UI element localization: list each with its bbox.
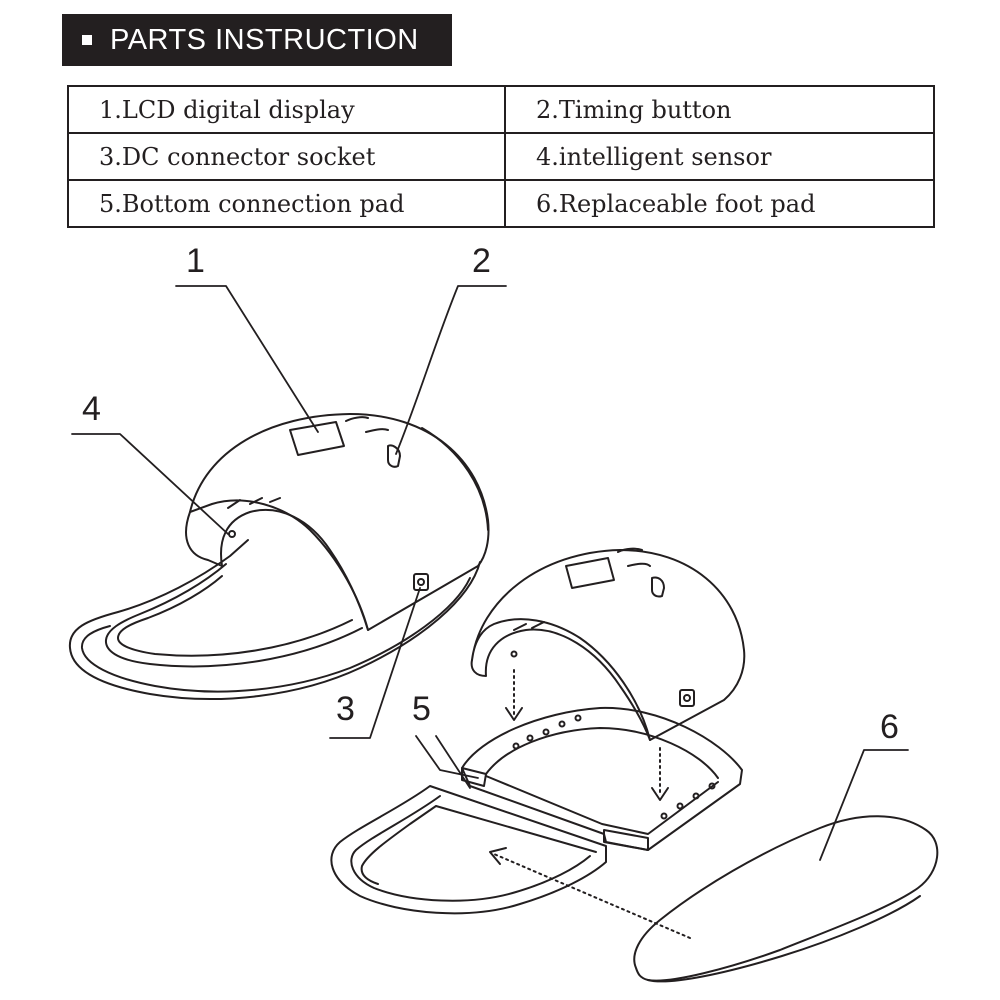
callout-5: 5 [412, 690, 431, 728]
foot-pad-outline [633, 815, 939, 982]
sensor-icon [228, 530, 236, 538]
foot-recess [104, 563, 363, 668]
dome-shell [471, 549, 746, 741]
pad-hole [660, 812, 668, 820]
section-title: PARTS INSTRUCTION [110, 23, 419, 56]
pad-hole [708, 782, 716, 790]
dome-opening [470, 628, 651, 741]
callout-2: 2 [472, 242, 491, 280]
section-header: PARTS INSTRUCTION [62, 14, 452, 66]
left-arrow-icon [493, 853, 691, 939]
part-label: 5.Bottom connection pad [67, 179, 506, 228]
base-plate-outline [330, 785, 607, 915]
pad-hole [526, 734, 534, 742]
part-label: 1.LCD digital display [67, 85, 506, 134]
base-plate-rim [80, 577, 471, 693]
pad-hole [542, 728, 550, 736]
dc-socket-icon [679, 689, 695, 707]
leader-line-1 [175, 285, 319, 433]
leader-line-4 [71, 433, 229, 535]
pad-inner-rail [485, 775, 719, 835]
leader-line-6 [819, 749, 909, 861]
top-slot [365, 428, 389, 433]
foot-recess [360, 805, 597, 885]
square-bullet-icon [82, 35, 92, 45]
arrow-head [651, 787, 669, 801]
inner-lights [227, 497, 281, 509]
dc-socket-icon [413, 573, 429, 591]
foot-pad-edge [647, 895, 921, 983]
part-label: 3.DC connector socket [67, 132, 506, 181]
pad-hole [692, 792, 700, 800]
arrow-head [489, 847, 507, 865]
exploded-dome [470, 547, 746, 741]
callout-leaders [71, 285, 909, 861]
callout-3: 3 [336, 690, 355, 728]
timing-button [387, 444, 401, 468]
dome-back-edge [421, 427, 489, 531]
top-slot [617, 547, 643, 553]
replaceable-foot-pad [633, 815, 939, 983]
pad-hole [558, 720, 566, 728]
pad-inner-rail [485, 727, 719, 779]
pad-hole [574, 714, 582, 722]
assembled-massager [68, 413, 490, 700]
pad-hole [676, 802, 684, 810]
pad-hole [512, 742, 520, 750]
table-row: 3.DC connector socket 4.intelligent sens… [67, 132, 935, 181]
table-row: 1.LCD digital display 2.Timing button [67, 85, 935, 134]
foot-recess-inner [117, 575, 353, 657]
connection-tab [603, 829, 649, 851]
part-label: 2.Timing button [504, 85, 935, 134]
arrow-head [505, 707, 523, 721]
inner-lights [513, 621, 545, 631]
table-row: 5.Bottom connection pad 6.Replaceable fo… [67, 179, 935, 228]
front-base-plate [330, 785, 607, 915]
sensor-icon [510, 650, 518, 658]
base-plate-rim [350, 795, 591, 902]
lcd-display [289, 421, 345, 456]
dome-opening [185, 508, 369, 631]
arrow-heads [489, 707, 669, 865]
dc-socket-pin [683, 694, 691, 702]
top-slot [627, 562, 651, 567]
leader-line-2 [395, 285, 507, 455]
callout-1: 1 [186, 242, 205, 280]
dc-socket-pin [417, 578, 425, 586]
leader-line-3 [329, 587, 421, 739]
leader-line-5 [415, 735, 479, 789]
bottom-connection-pad [461, 706, 743, 851]
top-slot [345, 416, 369, 422]
lcd-display [565, 557, 615, 589]
parts-table: 1.LCD digital display 2.Timing button 3.… [67, 85, 935, 228]
pad-outline [461, 706, 743, 851]
assembly-arrows [493, 669, 691, 939]
part-label: 6.Replaceable foot pad [504, 179, 935, 228]
timing-button [651, 576, 665, 598]
base-plate-outline [68, 539, 481, 700]
callout-6: 6 [880, 708, 899, 746]
callout-4: 4 [82, 390, 101, 428]
part-label: 4.intelligent sensor [504, 132, 935, 181]
